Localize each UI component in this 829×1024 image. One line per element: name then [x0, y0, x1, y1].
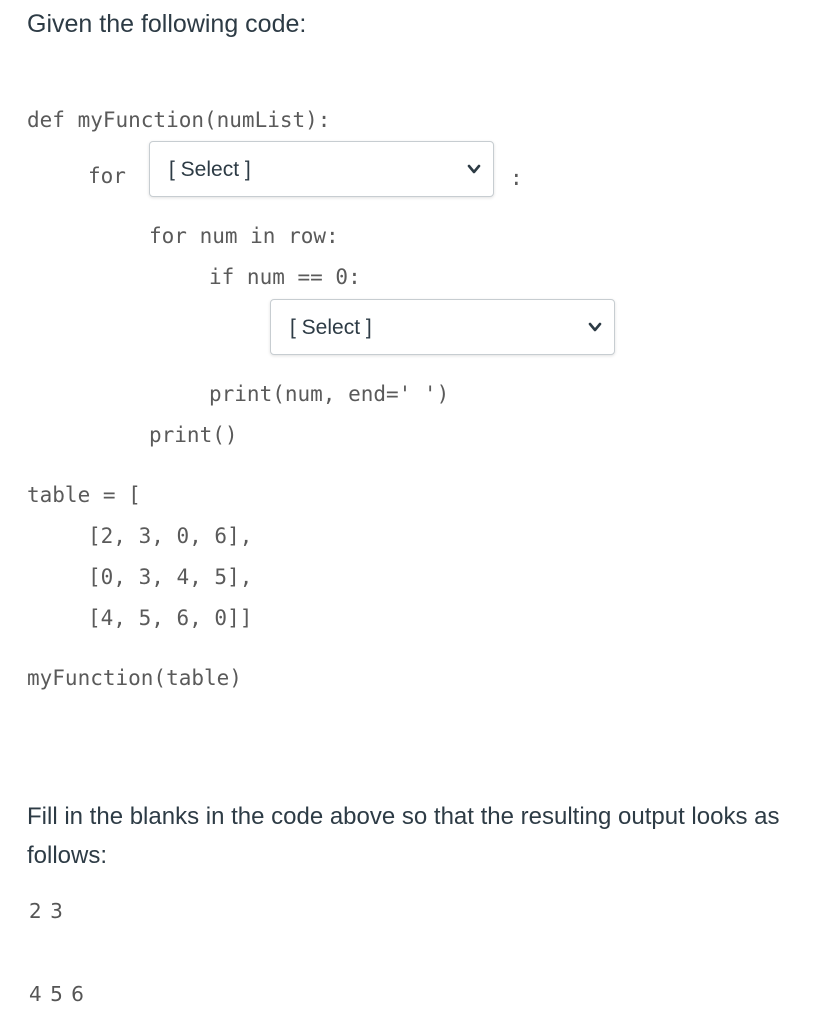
code-inner-for: for num in row: [149, 224, 339, 248]
code-outer-colon: : [510, 166, 523, 190]
code-print-line: print(num, end=' ') [209, 382, 450, 406]
loop-select-value: [ Select ] [169, 158, 251, 181]
output-line-1: 2 3 [29, 899, 64, 923]
chevron-down-icon [588, 322, 602, 332]
action-select-dropdown[interactable]: [ Select ] [270, 299, 615, 355]
code-table-row-3: [4, 5, 6, 0]] [88, 606, 253, 630]
code-call-line: myFunction(table) [27, 666, 242, 690]
code-print-empty: print() [149, 423, 238, 447]
action-select-value: [ Select ] [290, 316, 372, 339]
question-heading: Given the following code: [27, 10, 307, 38]
code-def-line: def myFunction(numList): [27, 108, 331, 132]
code-if-line: if num == 0: [209, 265, 361, 289]
code-table-row-2: [0, 3, 4, 5], [88, 565, 253, 589]
code-for-keyword: for [88, 164, 126, 188]
output-line-2: 4 5 6 [29, 982, 85, 1006]
code-table-row-1: [2, 3, 0, 6], [88, 524, 253, 548]
loop-select-dropdown[interactable]: [ Select ] [149, 141, 494, 197]
instructions-text: Fill in the blanks in the code above so … [27, 803, 780, 869]
code-table-line: table = [ [27, 483, 141, 507]
chevron-down-icon [467, 164, 481, 174]
